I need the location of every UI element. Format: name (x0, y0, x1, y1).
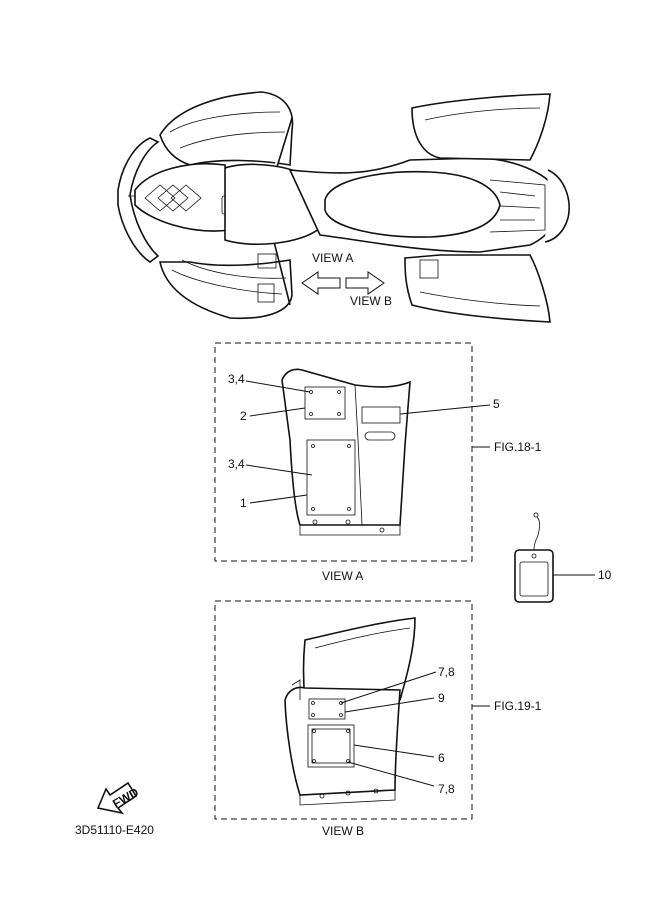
view-a-arrow-icon (301, 271, 341, 295)
callout-10: 10 (598, 568, 612, 582)
callout-9: 9 (438, 691, 445, 705)
fig-18-1-label: FIG.18-1 (494, 440, 542, 454)
label-1-plate (306, 439, 356, 516)
hang-tag: 10 (514, 512, 612, 603)
callout-3-4-upper: 3,4 (228, 372, 245, 386)
callout-2: 2 (240, 409, 247, 423)
label-9-plate (308, 698, 346, 720)
fig-19-1-label: FIG.19-1 (494, 699, 542, 713)
label-6-plate (307, 724, 355, 768)
view-a-arrow-label: VIEW A (312, 251, 353, 265)
view-b-arrow-icon (345, 271, 385, 295)
view-b-frame (214, 600, 473, 820)
atv-top-view (117, 91, 570, 323)
fwd-arrow-icon: FWD (96, 781, 141, 815)
view-b-panel: 7,8 9 6 7,8 FIG.19-1 VIEW B (214, 600, 542, 838)
fwd-label: FWD (110, 785, 141, 811)
callout-3-4-lower: 3,4 (228, 457, 245, 471)
label-5-plate (361, 406, 401, 424)
callout-1: 1 (240, 496, 247, 510)
view-b-arrow-label: VIEW B (350, 294, 392, 308)
view-arrows: VIEW A VIEW B (301, 251, 392, 308)
drawing-code: 3D51110-E420 (75, 823, 154, 837)
callout-7-8-upper: 7,8 (438, 665, 455, 679)
label-2-plate (304, 386, 346, 420)
callout-7-8-lower: 7,8 (438, 782, 455, 796)
view-a-frame (214, 342, 473, 562)
view-b-caption: VIEW B (322, 824, 364, 838)
callout-6: 6 (438, 751, 445, 765)
view-a-panel: 3,4 2 3,4 1 5 FIG.18-1 VIEW A (214, 342, 542, 583)
tag-body (514, 549, 554, 603)
view-a-caption: VIEW A (322, 569, 363, 583)
callout-5: 5 (493, 397, 500, 411)
